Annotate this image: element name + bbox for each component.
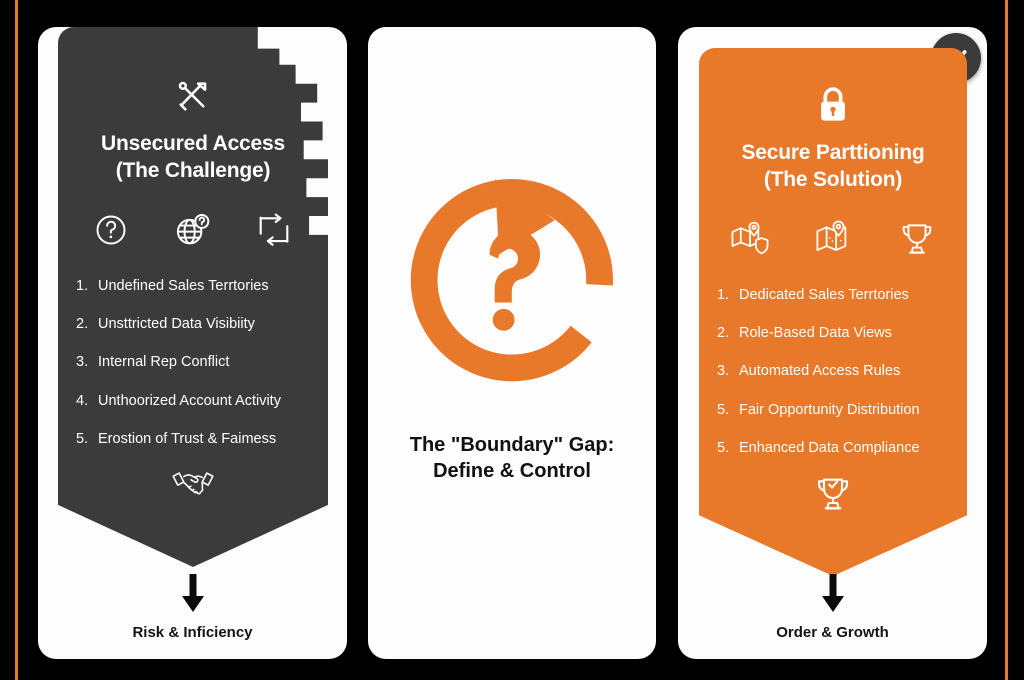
gap-card-inner: The "Boundary" Gap: Define & Control bbox=[368, 27, 656, 659]
list-item: 5. Fair Opportunity Distribution bbox=[717, 401, 957, 419]
list-item: 3. Automated Access Rules bbox=[717, 362, 957, 380]
solution-title-line2: (The Solution) bbox=[763, 167, 903, 191]
list-item-number: 2. bbox=[717, 325, 730, 342]
trophy-icon bbox=[898, 220, 936, 263]
list-item-number: 3. bbox=[76, 354, 89, 371]
solution-list: 1. Dedicated Sales Terrtories 2. Role-Ba… bbox=[699, 286, 967, 457]
map-shield-icon bbox=[730, 220, 770, 263]
solution-icon-row bbox=[699, 220, 967, 264]
gap-card[interactable]: The "Boundary" Gap: Define & Control bbox=[368, 27, 656, 659]
question-circle-icon bbox=[93, 212, 129, 253]
trophy-check-icon bbox=[699, 474, 967, 514]
solution-panel: Secure Parttioning (The Solution) bbox=[699, 48, 967, 576]
list-item: 2. Unsttricted Data Visibiity bbox=[76, 315, 318, 333]
challenge-icon-row bbox=[58, 211, 328, 255]
list-item-number: 5. bbox=[717, 439, 730, 456]
list-item-number: 1. bbox=[717, 286, 730, 303]
map-pin-icon bbox=[814, 220, 854, 263]
globe-question-icon bbox=[173, 211, 211, 254]
list-item-label: Internal Rep Conflict bbox=[98, 354, 230, 371]
list-item-label: Automated Access Rules bbox=[739, 363, 901, 380]
list-item-number: 2. bbox=[76, 316, 89, 333]
list-item-number: 3. bbox=[717, 363, 730, 380]
list-item: 3. Internal Rep Conflict bbox=[76, 353, 318, 371]
list-item-number: 5. bbox=[717, 401, 730, 418]
handshake-icon bbox=[58, 467, 328, 501]
list-item-number: 1. bbox=[76, 277, 89, 294]
circular-arrow-question-icon bbox=[405, 173, 619, 392]
gap-caption-line1: The "Boundary" Gap: bbox=[409, 433, 615, 456]
solution-outcome-block: Order & Growth bbox=[678, 574, 987, 641]
list-item-label: Erostion of Trust & Faimess bbox=[98, 430, 277, 447]
challenge-title-line2: (The Challenge) bbox=[115, 158, 271, 182]
solution-title: Secure Parttioning (The Solution) bbox=[699, 140, 967, 194]
list-item-label: Role-Based Data Views bbox=[739, 325, 892, 342]
solution-title-line1: Secure Parttioning bbox=[741, 141, 925, 164]
lock-icon bbox=[699, 84, 967, 126]
gap-caption: The "Boundary" Gap: Define & Control bbox=[410, 432, 615, 484]
right-orange-rule bbox=[1005, 0, 1008, 680]
list-item-label: Fair Opportunity Distribution bbox=[739, 401, 920, 418]
list-item-label: Undefined Sales Terrtories bbox=[98, 277, 269, 294]
list-item: 4. Unthoorized Account Activity bbox=[76, 392, 318, 410]
down-arrow-icon bbox=[821, 574, 844, 612]
arrows-exchange-icon bbox=[255, 211, 293, 254]
list-item-label: Unthoorized Account Activity bbox=[98, 392, 281, 409]
list-item: 1. Dedicated Sales Terrtories bbox=[717, 286, 957, 304]
challenge-outcome-block: Risk & Inficiency bbox=[38, 574, 347, 641]
challenge-list: 1. Undefined Sales Terrtories 2. Unsttri… bbox=[58, 277, 328, 448]
list-item-number: 5. bbox=[76, 430, 89, 447]
challenge-title: Unsecured Access (The Challenge) bbox=[58, 131, 328, 185]
list-item: 5. Enhanced Data Compliance bbox=[717, 439, 957, 457]
list-item-label: Dedicated Sales Terrtories bbox=[739, 286, 909, 303]
challenge-card[interactable]: Unsecured Access (The Challenge) bbox=[38, 27, 347, 659]
gap-caption-line2: Define & Control bbox=[433, 459, 591, 482]
challenge-panel: Unsecured Access (The Challenge) bbox=[58, 27, 328, 567]
list-item: 1. Undefined Sales Terrtories bbox=[76, 277, 318, 295]
solution-card[interactable]: Secure Parttioning (The Solution) bbox=[678, 27, 987, 659]
list-item: 2. Role-Based Data Views bbox=[717, 324, 957, 342]
list-item: 5. Erostion of Trust & Faimess bbox=[76, 430, 318, 448]
challenge-title-line1: Unsecured Access bbox=[101, 132, 285, 155]
challenge-outcome-label: Risk & Inficiency bbox=[132, 624, 253, 641]
down-arrow-icon bbox=[181, 574, 204, 612]
list-item-label: Unsttricted Data Visibiity bbox=[98, 316, 255, 333]
crossed-tools-icon bbox=[58, 75, 328, 117]
list-item-label: Enhanced Data Compliance bbox=[739, 439, 920, 456]
left-orange-rule bbox=[15, 0, 18, 680]
list-item-number: 4. bbox=[76, 392, 89, 409]
solution-outcome-label: Order & Growth bbox=[776, 624, 889, 641]
